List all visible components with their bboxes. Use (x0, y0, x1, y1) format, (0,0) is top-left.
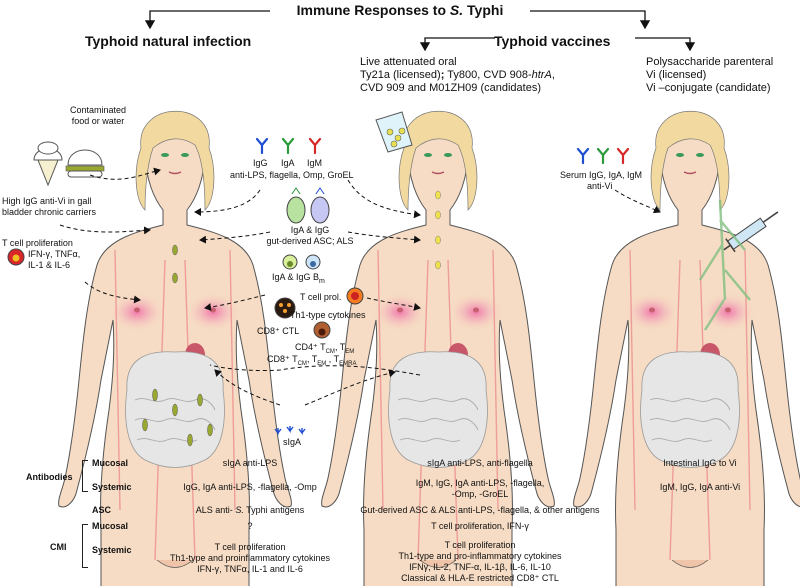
nat-asc: ALS anti- S. Typhi antigens (195, 505, 305, 515)
oral-cmi-sys2: Th1-type and pro-inflammatory cytokines (398, 551, 562, 561)
cell-icon (274, 297, 296, 319)
vaccines-heading: Typhoid vaccines (494, 33, 611, 49)
cd4-label: CD4⁺ TCM, TEM (295, 342, 355, 355)
oral-vaccine-line1: Live attenuated oral (360, 56, 457, 68)
cell-icon (346, 287, 364, 305)
nat-cmi-mucosal: ? (247, 521, 253, 531)
water-glass-icon (375, 111, 413, 153)
cd8-label: CD8⁺ TCM, TEM , TEMRA (267, 354, 357, 367)
burger-icon (65, 149, 105, 178)
food-line2: food or water (71, 116, 125, 126)
asc-label: IgA & IgG gut-derived ASC; ALS (260, 225, 360, 247)
parenteral-vaccine-line3: Vi –conjugate (candidate) (646, 82, 771, 94)
antibody-y-icon (281, 137, 295, 155)
asc-row-label: ASC (92, 505, 112, 515)
cmi-mucosal-label: Mucosal (92, 521, 129, 531)
nat-cmi-systemic: T cell proliferation Th1-type and proinf… (130, 542, 370, 575)
oral-ab-systemic: IgM, IgG, IgA anti-LPS, -flagella, -Omp,… (380, 478, 580, 500)
nat-cmi-sys1: T cell proliferation (214, 542, 286, 552)
nat-cmi-sys3: IFN-γ, TNFα, IL-1 and IL-6 (197, 564, 303, 574)
cell-icon (7, 248, 25, 266)
asc-line2: gut-derived ASC; ALS (266, 236, 354, 246)
nat-ab-mucosal: sIgA anti-LPS (222, 458, 278, 468)
ctl-label: CD8⁺ CTL (257, 326, 300, 336)
cell-icon (286, 196, 306, 224)
oral-ab-mucosal: sIgA anti-LPS, anti-flagella (427, 458, 533, 468)
tcell-line3: IL-1 & IL-6 (28, 260, 71, 270)
oral-cmi-systemic: T cell proliferation Th1-type and pro-in… (360, 540, 600, 584)
antibody-y-icon (576, 147, 590, 165)
cmi-row-label: CMI (50, 542, 67, 552)
oral-asc: Gut-derived ASC & ALS anti-LPS, -flagell… (360, 505, 600, 515)
cmi-brace (82, 524, 88, 568)
contaminated-food-label: Contaminated food or water (58, 105, 138, 127)
antibodies-mucosal-label: Mucosal (92, 458, 129, 468)
natural-infection-heading: Typhoid natural infection (85, 33, 252, 49)
carrier-line1: High IgG anti-Vi in gall (2, 196, 92, 206)
cell-icon (310, 196, 330, 224)
antigen-label: anti-LPS, flagella, Omp, GroEL (230, 170, 354, 180)
vi-ab-systemic: IgM, IgG, IgA anti-Vi (659, 482, 741, 492)
oral-ab-sys2: -Omp, -GroEL (451, 489, 509, 499)
antibodies-row-label: Antibodies (26, 472, 73, 482)
oral-vaccine-line2: Ty21a (licensed); Ty800, CVD 908-htrA, (360, 69, 555, 81)
oral-cmi-sys1: T cell proliferation (444, 540, 516, 550)
asc-line1: IgA & IgG (290, 225, 330, 235)
oral-cmi-sys4: Classical & HLA-E restricted CD8⁺ CTL (401, 573, 559, 583)
parenteral-vaccine-line1: Polysaccharide parenteral (646, 56, 774, 68)
food-line1: Contaminated (69, 105, 127, 115)
cell-icon (282, 254, 298, 270)
natural-tcell-label: T cell proliferation IFN-γ, TNFα, IL-1 &… (2, 238, 80, 271)
tcell-prol-label: T cell prol. (300, 292, 342, 302)
igg-label: IgG (253, 158, 268, 168)
memory-b-label: IgA & IgG Bm (272, 272, 325, 285)
oral-vaccine-line3: CVD 909 and M01ZH09 (candidates) (360, 82, 541, 94)
siga-label: sIgA (283, 437, 302, 447)
oral-cmi-sys3: IFNγ, IL-2, TNF-α, IL-1β, IL-6, IL-10 (409, 562, 551, 572)
parenteral-vaccine-line2: Vi (licensed) (646, 69, 707, 81)
antibody-y-icon (255, 137, 269, 155)
nat-ab-systemic: IgG, IgA anti-LPS, -flagella, -Omp (183, 482, 317, 492)
vi-ab-mucosal: Intestinal IgG to Vi (663, 458, 737, 468)
cell-icon (305, 254, 321, 270)
serum-ig-label: Serum IgG, IgA, IgM (560, 170, 643, 180)
antibody-y-icon (616, 147, 630, 165)
antibody-y-icon (596, 147, 610, 165)
oral-ab-sys1: IgM, IgG, IgA anti-LPS, -flagella, (415, 478, 545, 488)
tcell-line2: IFN-γ, TNFα, (28, 249, 81, 259)
iga-label: IgA (281, 158, 295, 168)
chronic-carrier-label: High IgG anti-Vi in gall bladder chronic… (2, 196, 96, 218)
igm-label: IgM (307, 158, 323, 168)
carrier-line2: bladder chronic carriers (2, 207, 97, 217)
th1-label: Th1-type cytokines (290, 310, 366, 320)
antibodies-systemic-label: Systemic (92, 482, 132, 492)
nat-cmi-sys2: Th1-type and proinflammatory cytokines (169, 553, 331, 563)
ice-cream-icon (33, 141, 63, 187)
cell-icon (313, 321, 331, 339)
antibody-y-icon (308, 137, 322, 155)
antibodies-brace (82, 460, 88, 492)
diagram-title: Immune Responses to S. Typhi (296, 2, 504, 18)
anti-vi-label: anti-Vi (587, 181, 613, 191)
cmi-systemic-label: Systemic (92, 545, 132, 555)
oral-cmi-mucosal: T cell proliferation, IFN-γ (431, 521, 529, 531)
tcell-line1: T cell proliferation (2, 238, 73, 248)
